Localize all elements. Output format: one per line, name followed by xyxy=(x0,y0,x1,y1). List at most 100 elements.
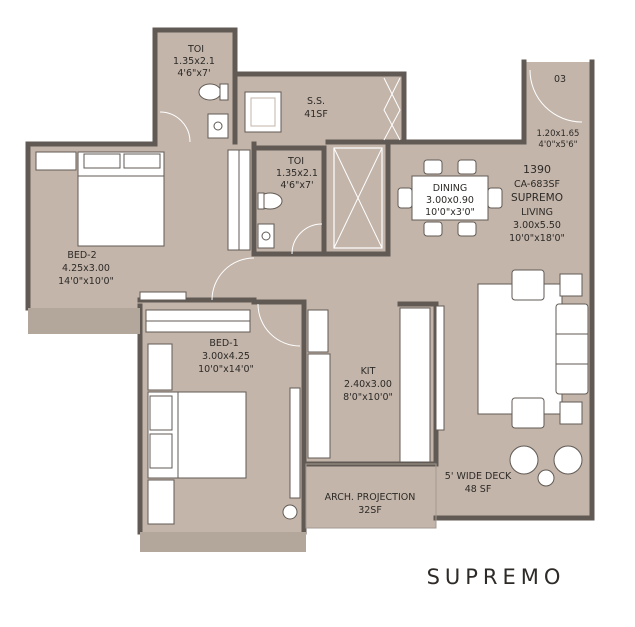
bed-1-pillow-2 xyxy=(149,433,173,469)
washing-machine-inner xyxy=(250,97,276,127)
label-arch-projection: ARCH. PROJECTION 32SF xyxy=(325,492,416,516)
door-bed-1 xyxy=(257,303,301,347)
dining-chair-icon xyxy=(457,159,477,175)
wc-cistern-icon xyxy=(257,192,265,210)
deck-chair-icon xyxy=(553,445,583,475)
room-size-metric: 1.20x1.65 xyxy=(537,129,580,139)
room-name: ARCH. PROJECTION xyxy=(325,492,416,503)
label-bed-2: BED-2 4.25x3.00 14'0"x10'0" xyxy=(58,250,114,287)
room-size-metric: 2.40x3.00 xyxy=(344,379,392,390)
room-name: BED-2 xyxy=(67,250,96,261)
room-name: TOI xyxy=(187,44,204,55)
door-toilet-1 xyxy=(159,111,191,143)
living-armchair-icon xyxy=(511,397,545,429)
room-name: TOI xyxy=(287,156,304,167)
toilet-2-fixtures xyxy=(257,192,283,249)
label-toi-1: TOI 1.35x2.1 4'6"x7' xyxy=(173,44,215,79)
label-toi-2: TOI 1.35x2.1 4'6"x7' xyxy=(276,156,318,191)
label-bed-1: BED-1 3.00x4.25 10'0"x14'0" xyxy=(198,338,254,375)
bed-1-furniture xyxy=(145,309,301,525)
washbasin-icon xyxy=(207,113,229,139)
bed-2-furniture xyxy=(35,149,251,301)
bed-1-chair-icon xyxy=(282,504,298,520)
brand-label: SUPREMO xyxy=(511,192,563,204)
room-name: DINING xyxy=(433,183,468,194)
room-name: S.S. xyxy=(307,96,325,107)
dining-chair-icon xyxy=(397,187,413,209)
room-size-imperial: 14'0"x10'0" xyxy=(58,276,114,287)
bed-2-study-table xyxy=(139,291,187,301)
bed-1-side-table-bottom xyxy=(147,479,175,525)
living-side-table xyxy=(559,273,583,297)
wall-top-right xyxy=(385,59,527,145)
label-ss: S.S. 41SF xyxy=(304,96,328,120)
room-size-metric: 4.25x3.00 xyxy=(62,263,110,274)
bed-1-study-table xyxy=(289,387,301,499)
deck-furniture xyxy=(509,445,583,487)
dining-table-icon xyxy=(411,175,489,221)
label-dining: DINING 3.00x0.90 10'0"x3'0" xyxy=(425,183,475,218)
total-area: 1390 xyxy=(523,163,551,176)
bed-2-pillow-1 xyxy=(83,153,121,169)
deck-table-icon xyxy=(537,469,555,487)
toilet-1-fixtures xyxy=(198,83,229,139)
door-swings xyxy=(159,69,583,347)
ledge-arch xyxy=(305,463,437,529)
door-toilet-2 xyxy=(291,223,323,255)
duct-shaft xyxy=(333,147,383,249)
living-furniture xyxy=(477,269,589,429)
door-bed-2 xyxy=(211,257,255,301)
dining-chair-icon xyxy=(423,159,443,175)
wall-shaft xyxy=(325,139,391,257)
wc-cistern-icon xyxy=(219,83,229,101)
kitchen-utility-strip xyxy=(435,305,445,431)
label-kitchen: KIT 2.40x3.00 8'0"x10'0" xyxy=(343,366,393,403)
wall-bed-2-outer xyxy=(25,141,158,311)
basin-drain-icon xyxy=(261,231,271,241)
label-unit-03: 03 1.20x1.65 4'0"x5'6" xyxy=(537,74,580,150)
bed-2-pillow-2 xyxy=(123,153,161,169)
dining-chair-icon xyxy=(487,187,503,209)
wc-icon xyxy=(198,83,222,101)
wall-toilet-2 xyxy=(251,145,327,257)
room-size-metric: 3.00x4.25 xyxy=(202,351,250,362)
living-armchair-icon xyxy=(511,269,545,301)
deck-chair-icon xyxy=(509,445,539,475)
room-area: 41SF xyxy=(304,109,328,120)
bed-2-side-table-left xyxy=(35,151,77,171)
fridge-icon xyxy=(307,309,329,353)
wall-toilet-1-outer xyxy=(152,27,238,145)
door-unit-03 xyxy=(529,69,583,123)
bed-1-side-table-top xyxy=(147,343,173,391)
room-name: KIT xyxy=(361,366,376,377)
kitchen-fixtures xyxy=(307,305,445,463)
wall-service-slab xyxy=(232,71,407,145)
floor-unit-03 xyxy=(524,62,592,144)
room-size-metric: 1.35x2.1 xyxy=(276,168,318,179)
dining-chair-icon xyxy=(423,221,443,237)
bed-1-pillow-1 xyxy=(149,395,173,431)
grill-icon xyxy=(383,77,401,141)
ledge-bed-2 xyxy=(28,308,140,334)
carpet-area: CA-683SF xyxy=(514,179,560,190)
room-size-metric: 3.00x5.50 xyxy=(513,220,561,231)
room-area: 32SF xyxy=(358,505,382,516)
dining-furniture xyxy=(397,159,503,237)
floor-arch-projection xyxy=(306,464,436,528)
sofa-cushion-lines xyxy=(556,333,588,365)
kitchen-counter-right xyxy=(399,307,431,463)
plan-title: SUPREMO xyxy=(427,565,566,589)
room-size-imperial: 4'6"x7' xyxy=(177,68,210,79)
room-size-imperial: 10'0"x18'0" xyxy=(509,233,565,244)
room-size-imperial: 10'0"x3'0" xyxy=(425,207,475,218)
room-name: LIVING xyxy=(521,207,553,218)
room-size-imperial: 4'0"x5'6" xyxy=(538,140,577,150)
label-deck: 5' WIDE DECK 48 SF xyxy=(445,471,512,495)
room-area: 48 SF xyxy=(465,484,492,495)
room-name: 03 xyxy=(554,74,566,85)
room-name: 5' WIDE DECK xyxy=(445,471,512,482)
label-living: LIVING 3.00x5.50 10'0"x18'0" xyxy=(509,207,565,244)
room-size-imperial: 10'0"x14'0" xyxy=(198,364,254,375)
sofa-icon xyxy=(555,303,589,395)
